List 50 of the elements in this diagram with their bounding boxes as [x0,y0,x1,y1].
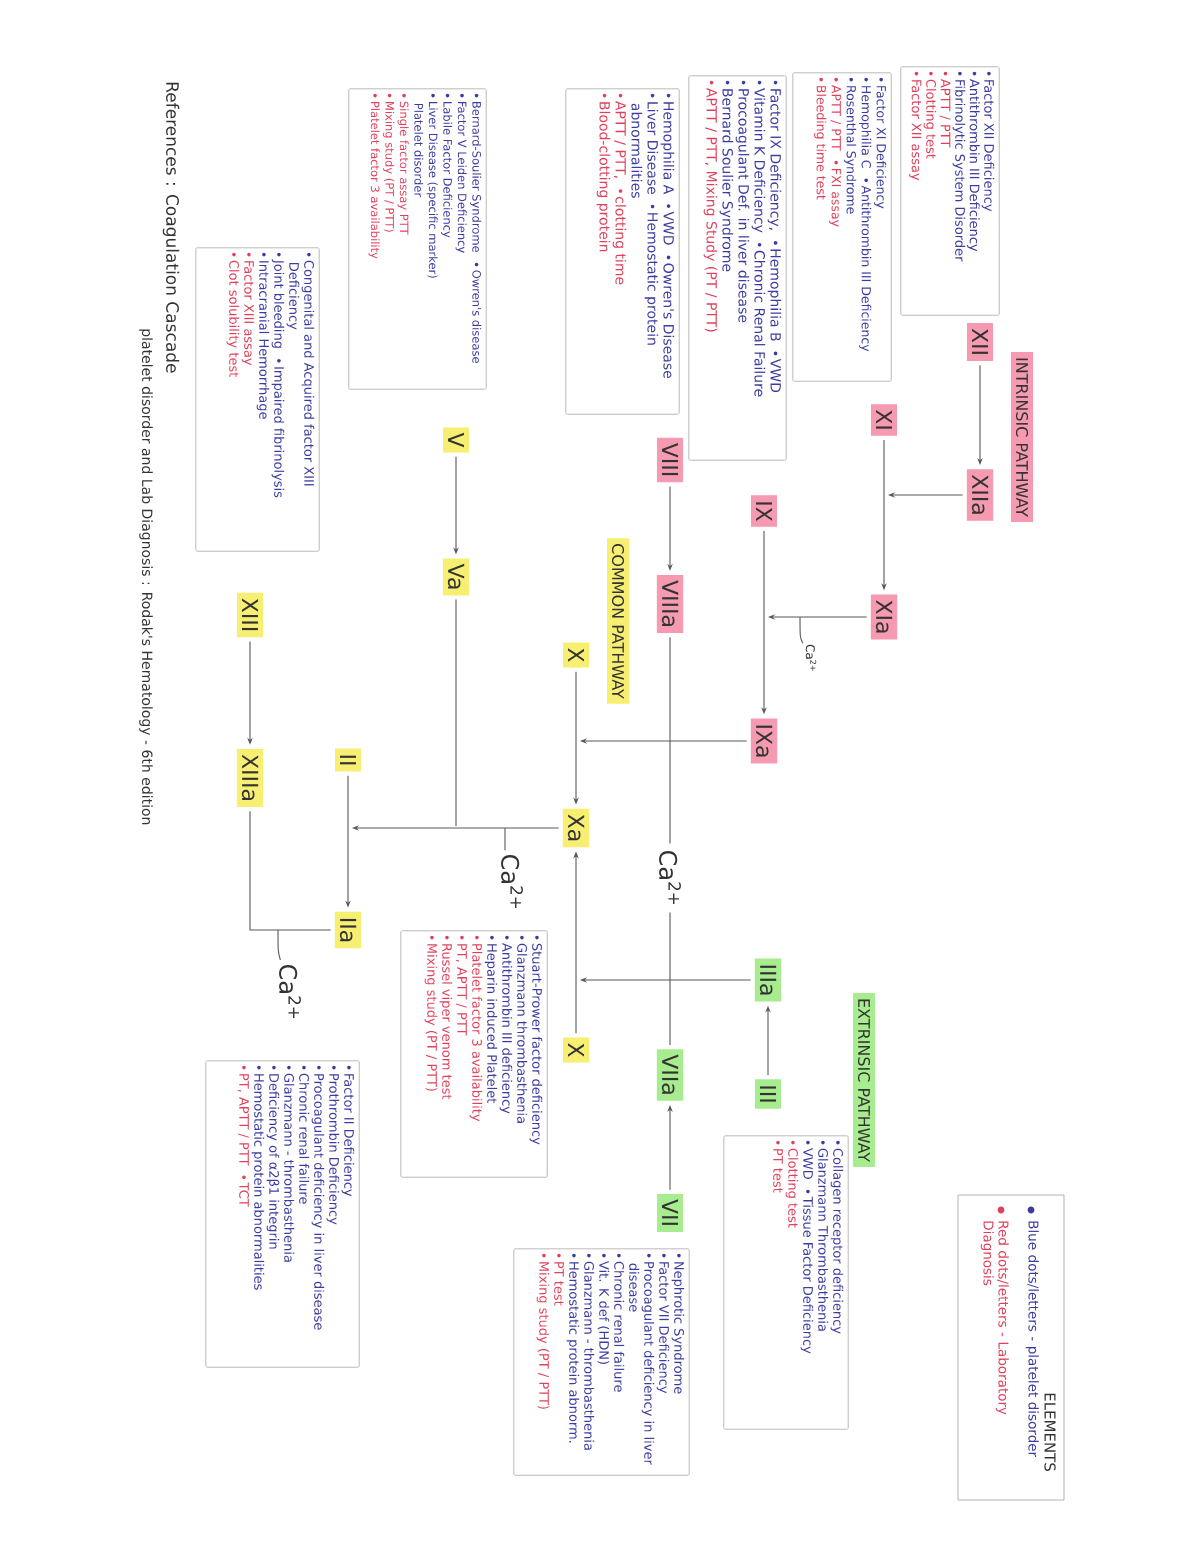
highlighted-label: IX [751,495,778,527]
highlighted-label: XIIIa [236,749,264,807]
legend-text: Blue dots/letters - platelet disorder [1025,1221,1039,1458]
connector-line [669,912,671,1046]
highlighted-label: X [563,1037,589,1063]
highlighted-label: IIIa [754,958,782,1002]
highlighted-label: X [563,642,589,668]
arrow [580,977,752,983]
highlighted-label: VII [657,1194,684,1233]
highlighted-label: Xa [562,808,590,848]
highlighted-label: XII [967,323,994,362]
highlighted-heading: INTRINSIC PATHWAY [1010,352,1034,522]
reference-note: References : Coagulation Cascade [162,82,180,373]
highlighted-heading: EXTRINSIC PATHWAY [852,993,876,1168]
arrow [888,492,964,498]
ion-label: Ca$^{2+}$ [501,855,523,909]
highlighted-label: VIII [657,437,684,483]
note-box: Bernard-Soulier Syndrome Owren's disease Factor V Leiden Deficiency Labile Factor Deficiency Liver Disease (specific marker) Platelet disorder Single factor assay PTT Mixing study (PT / PTT) Platelet factor 3 availability [348,88,487,390]
reference-note: platelet disorder and Lab Diagnosis : Rodak's Hematology - 6th edition [139,329,153,825]
highlighted-label: XIa [870,594,898,640]
legend-heading: ELEMENTS [1044,1393,1056,1471]
highlighted-heading: COMMON PATHWAY [606,538,630,704]
connector-line [669,636,671,844]
highlighted-label: IIa [334,911,362,949]
arrow [768,614,868,620]
highlighted-label: VIIIa [656,575,684,633]
leader-line [504,827,506,851]
ion-label: Ca$^{2+}$ [659,851,681,905]
note-box: Nephrotic Syndrome Factor VII Deficiency Procoagulant deficiency in liver disease Chronic renal failure Vit. K def (HDN) Glanzmann - thrombasthenia Hemostatic protein abnorm. PT test Mixing study (PT / PTT) [513,1248,690,1476]
note-box: Factor XII Deficiency Antithrombin III Deficiency Fibrinolytic System Disorder APTT / PTT Clotting test Factor XII assay [900,66,1000,316]
highlighted-label: XI [871,404,898,436]
highlighted-label: VIIa [656,1049,684,1101]
arrow [352,825,560,831]
note-box: Stuart-Prower factor deficiency Glanzmann thrombasthenia Antithrombin III deficiency Heparin induced Platelet Platelet factor 3 availability PT, APTT / PTT Russel viper venom test Mixing study (PT / PTT) [400,930,548,1178]
highlighted-label: XIIa [966,469,994,521]
highlighted-label: XIII [237,592,263,638]
ion-label: Ca$^{2+}$ [805,644,817,671]
highlighted-label: II [335,748,361,772]
arrow [667,1105,673,1191]
highlighted-label: Va [442,558,470,596]
ion-label: Ca$^{2+}$ [279,965,301,1019]
legend-text: Red dots/letters - Laboratory Diagnosis [980,1221,1009,1415]
arrow [580,738,748,744]
leader-line [799,616,804,644]
connector-line [455,599,457,827]
highlighted-label: V [443,427,469,453]
leader-line [277,929,281,961]
highlighted-label: III [755,1079,782,1109]
connector-line [249,810,332,931]
highlighted-label: IXa [750,718,778,764]
